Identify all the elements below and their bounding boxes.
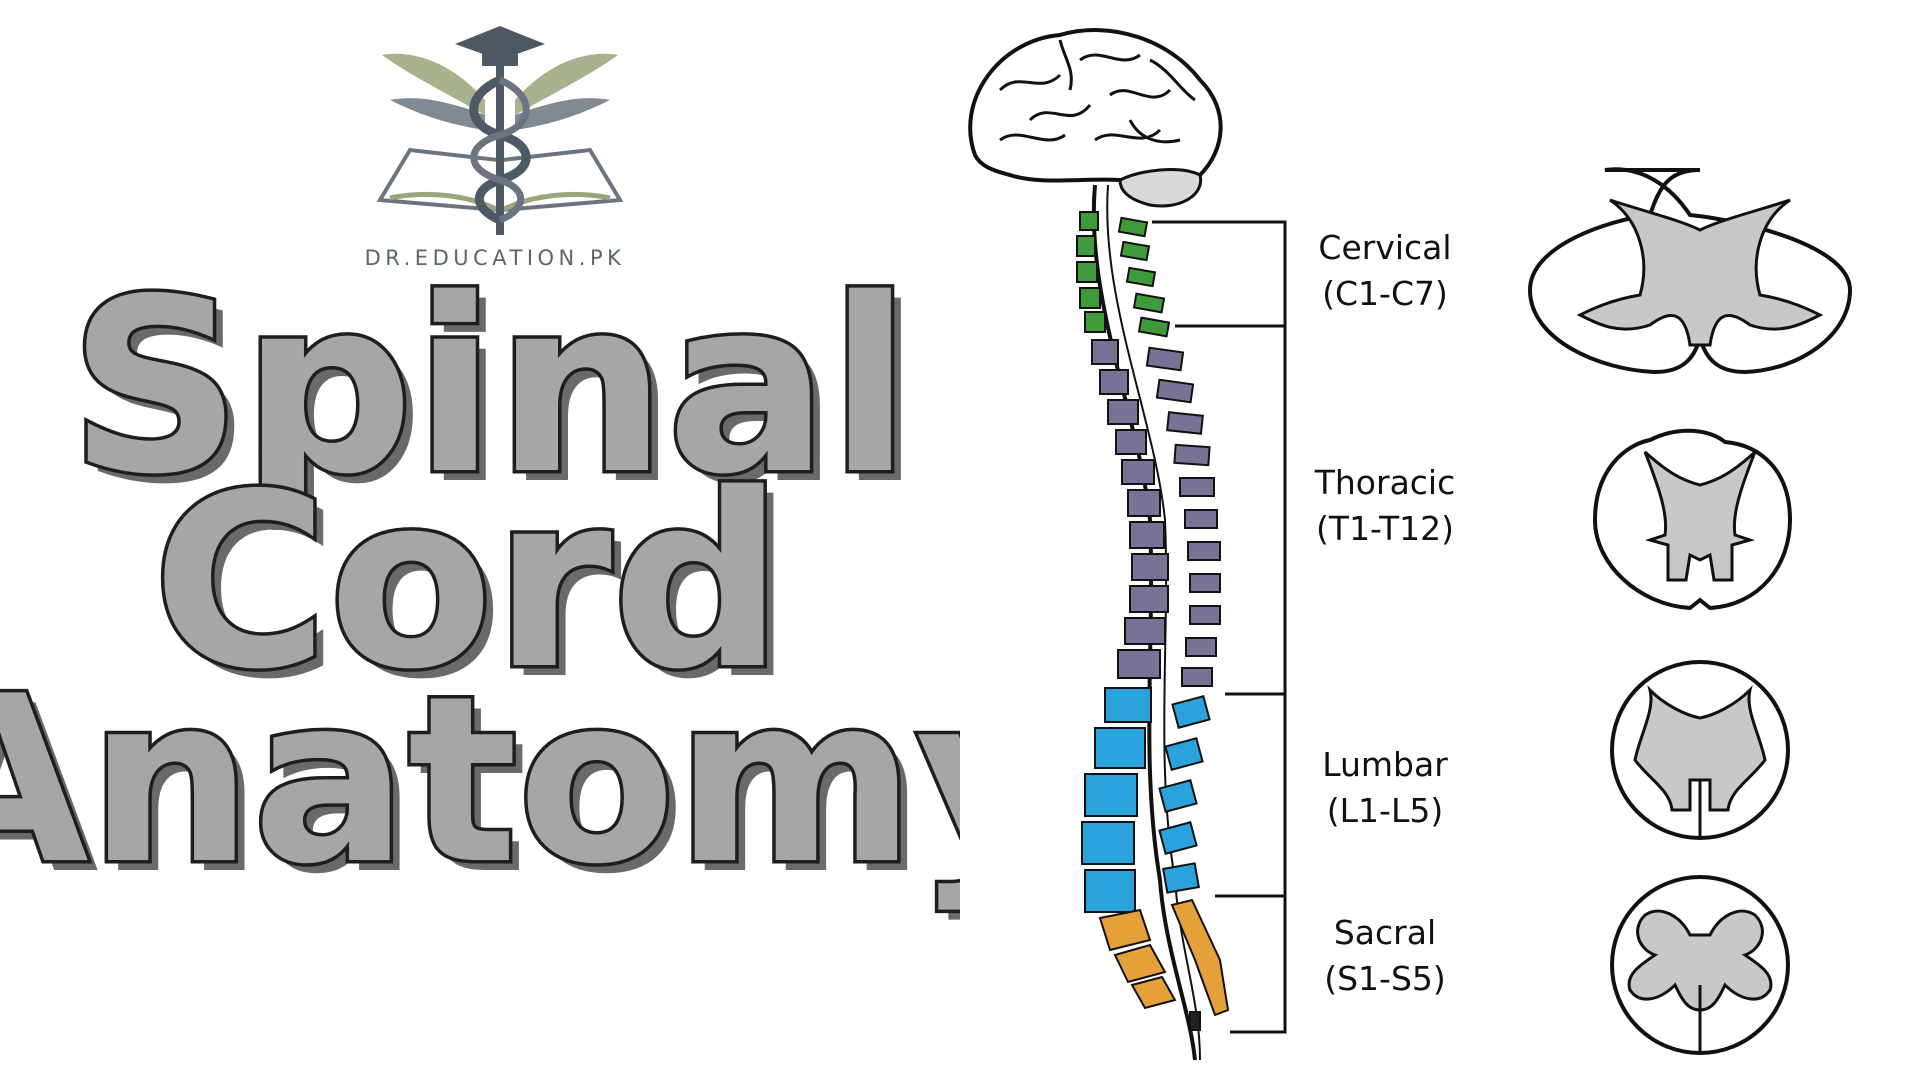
thoracic-vertebrae: [1091, 339, 1221, 687]
lumbar-vertebrae: [1081, 687, 1211, 913]
caduceus-graduation-cap-icon: [376, 26, 624, 235]
cervical-vertebrae: [1076, 211, 1171, 338]
sacral-vertebrae: [1098, 898, 1230, 1031]
thoracic-cross-section: [1592, 428, 1793, 611]
region-brackets: [1152, 220, 1287, 1034]
title-line-spinal-shadow: Spinal: [79, 280, 921, 537]
spinal-cord-edge: [1106, 184, 1201, 1061]
title-line-cord-shadow: Cord: [162, 452, 793, 732]
title-line-anatomy: Anatomy: [0, 648, 960, 915]
title-line-spinal: Spinal: [69, 280, 911, 527]
region-name: Thoracic: [1314, 463, 1456, 502]
cervical-cross-section: [1527, 167, 1853, 375]
region-label-sacral: Sacral (S1-S5): [1285, 910, 1485, 1002]
region-range: (C1-C7): [1322, 274, 1448, 313]
region-label-cervical: Cervical (C1-C7): [1285, 225, 1485, 317]
sacral-cross-section: [1610, 875, 1790, 1055]
region-label-thoracic: Thoracic (T1-T12): [1285, 460, 1485, 552]
lumbar-cross-section: [1610, 660, 1790, 840]
region-name: Cervical: [1318, 228, 1452, 267]
region-label-lumbar: Lumbar (L1-L5): [1285, 742, 1485, 834]
region-range: (L1-L5): [1326, 791, 1444, 830]
page-title: Spinal Cord Anatomy Spinal Cord Anatomy: [0, 280, 960, 925]
logo-emblem: [376, 26, 624, 235]
brain-icon: [968, 28, 1223, 208]
region-name: Sacral: [1333, 913, 1437, 952]
region-range: (S1-S5): [1324, 959, 1446, 998]
region-range: (T1-T12): [1316, 509, 1454, 548]
title-line-anatomy-shadow: Anatomy: [0, 658, 960, 925]
logo-wordmark: DR.EDUCATION.PK: [364, 246, 626, 270]
region-name: Lumbar: [1322, 745, 1448, 784]
title-line-cord: Cord: [152, 442, 783, 722]
